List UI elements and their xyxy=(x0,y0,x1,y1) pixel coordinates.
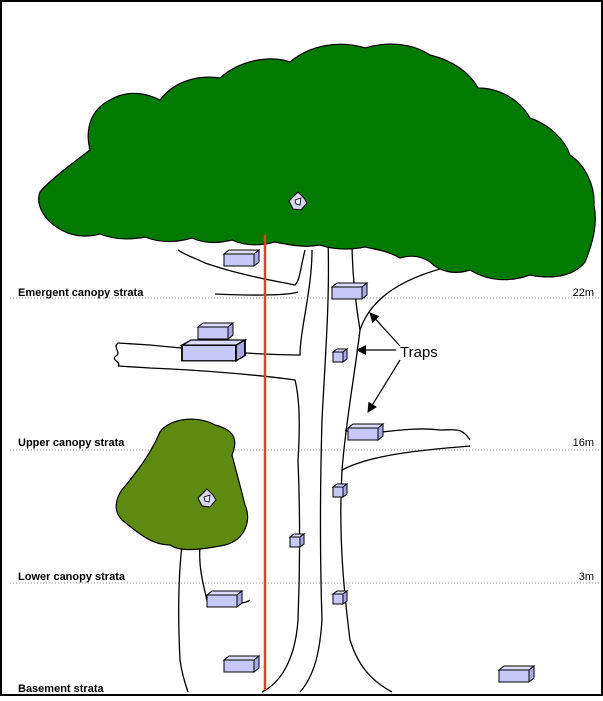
small-trap-box xyxy=(332,483,348,498)
strata-label-emergent: Emergent canopy strata xyxy=(18,287,144,299)
strata-label-upper: Upper canopy strata xyxy=(18,437,125,449)
main-tree-trunk xyxy=(113,239,471,693)
small-tree-crown xyxy=(115,418,249,551)
canopy-marker-icon xyxy=(288,191,308,211)
trap-box xyxy=(347,423,384,441)
trap-arrow xyxy=(367,359,401,413)
strata-label-lower: Lower canopy strata xyxy=(18,571,126,583)
trap-box xyxy=(206,590,243,608)
strata-height-emergent: 22m xyxy=(573,287,594,299)
strata-label-basement: Basement strata xyxy=(18,683,104,695)
traps-label: Traps xyxy=(400,344,438,361)
small-trap-box xyxy=(289,533,305,548)
trap-box xyxy=(223,249,260,267)
small-trap-box xyxy=(332,348,348,363)
small-canopy-marker-icon xyxy=(197,488,217,508)
main-canopy xyxy=(38,43,596,281)
strata-height-lower: 3m xyxy=(579,571,594,583)
trap-box xyxy=(331,282,368,300)
small-tree-trunk xyxy=(178,544,189,693)
strata-height-upper: 16m xyxy=(573,437,594,449)
small-trap-box xyxy=(332,590,348,605)
trap-box xyxy=(498,665,535,683)
trap-arrow xyxy=(369,312,401,347)
trap-box xyxy=(223,655,260,673)
